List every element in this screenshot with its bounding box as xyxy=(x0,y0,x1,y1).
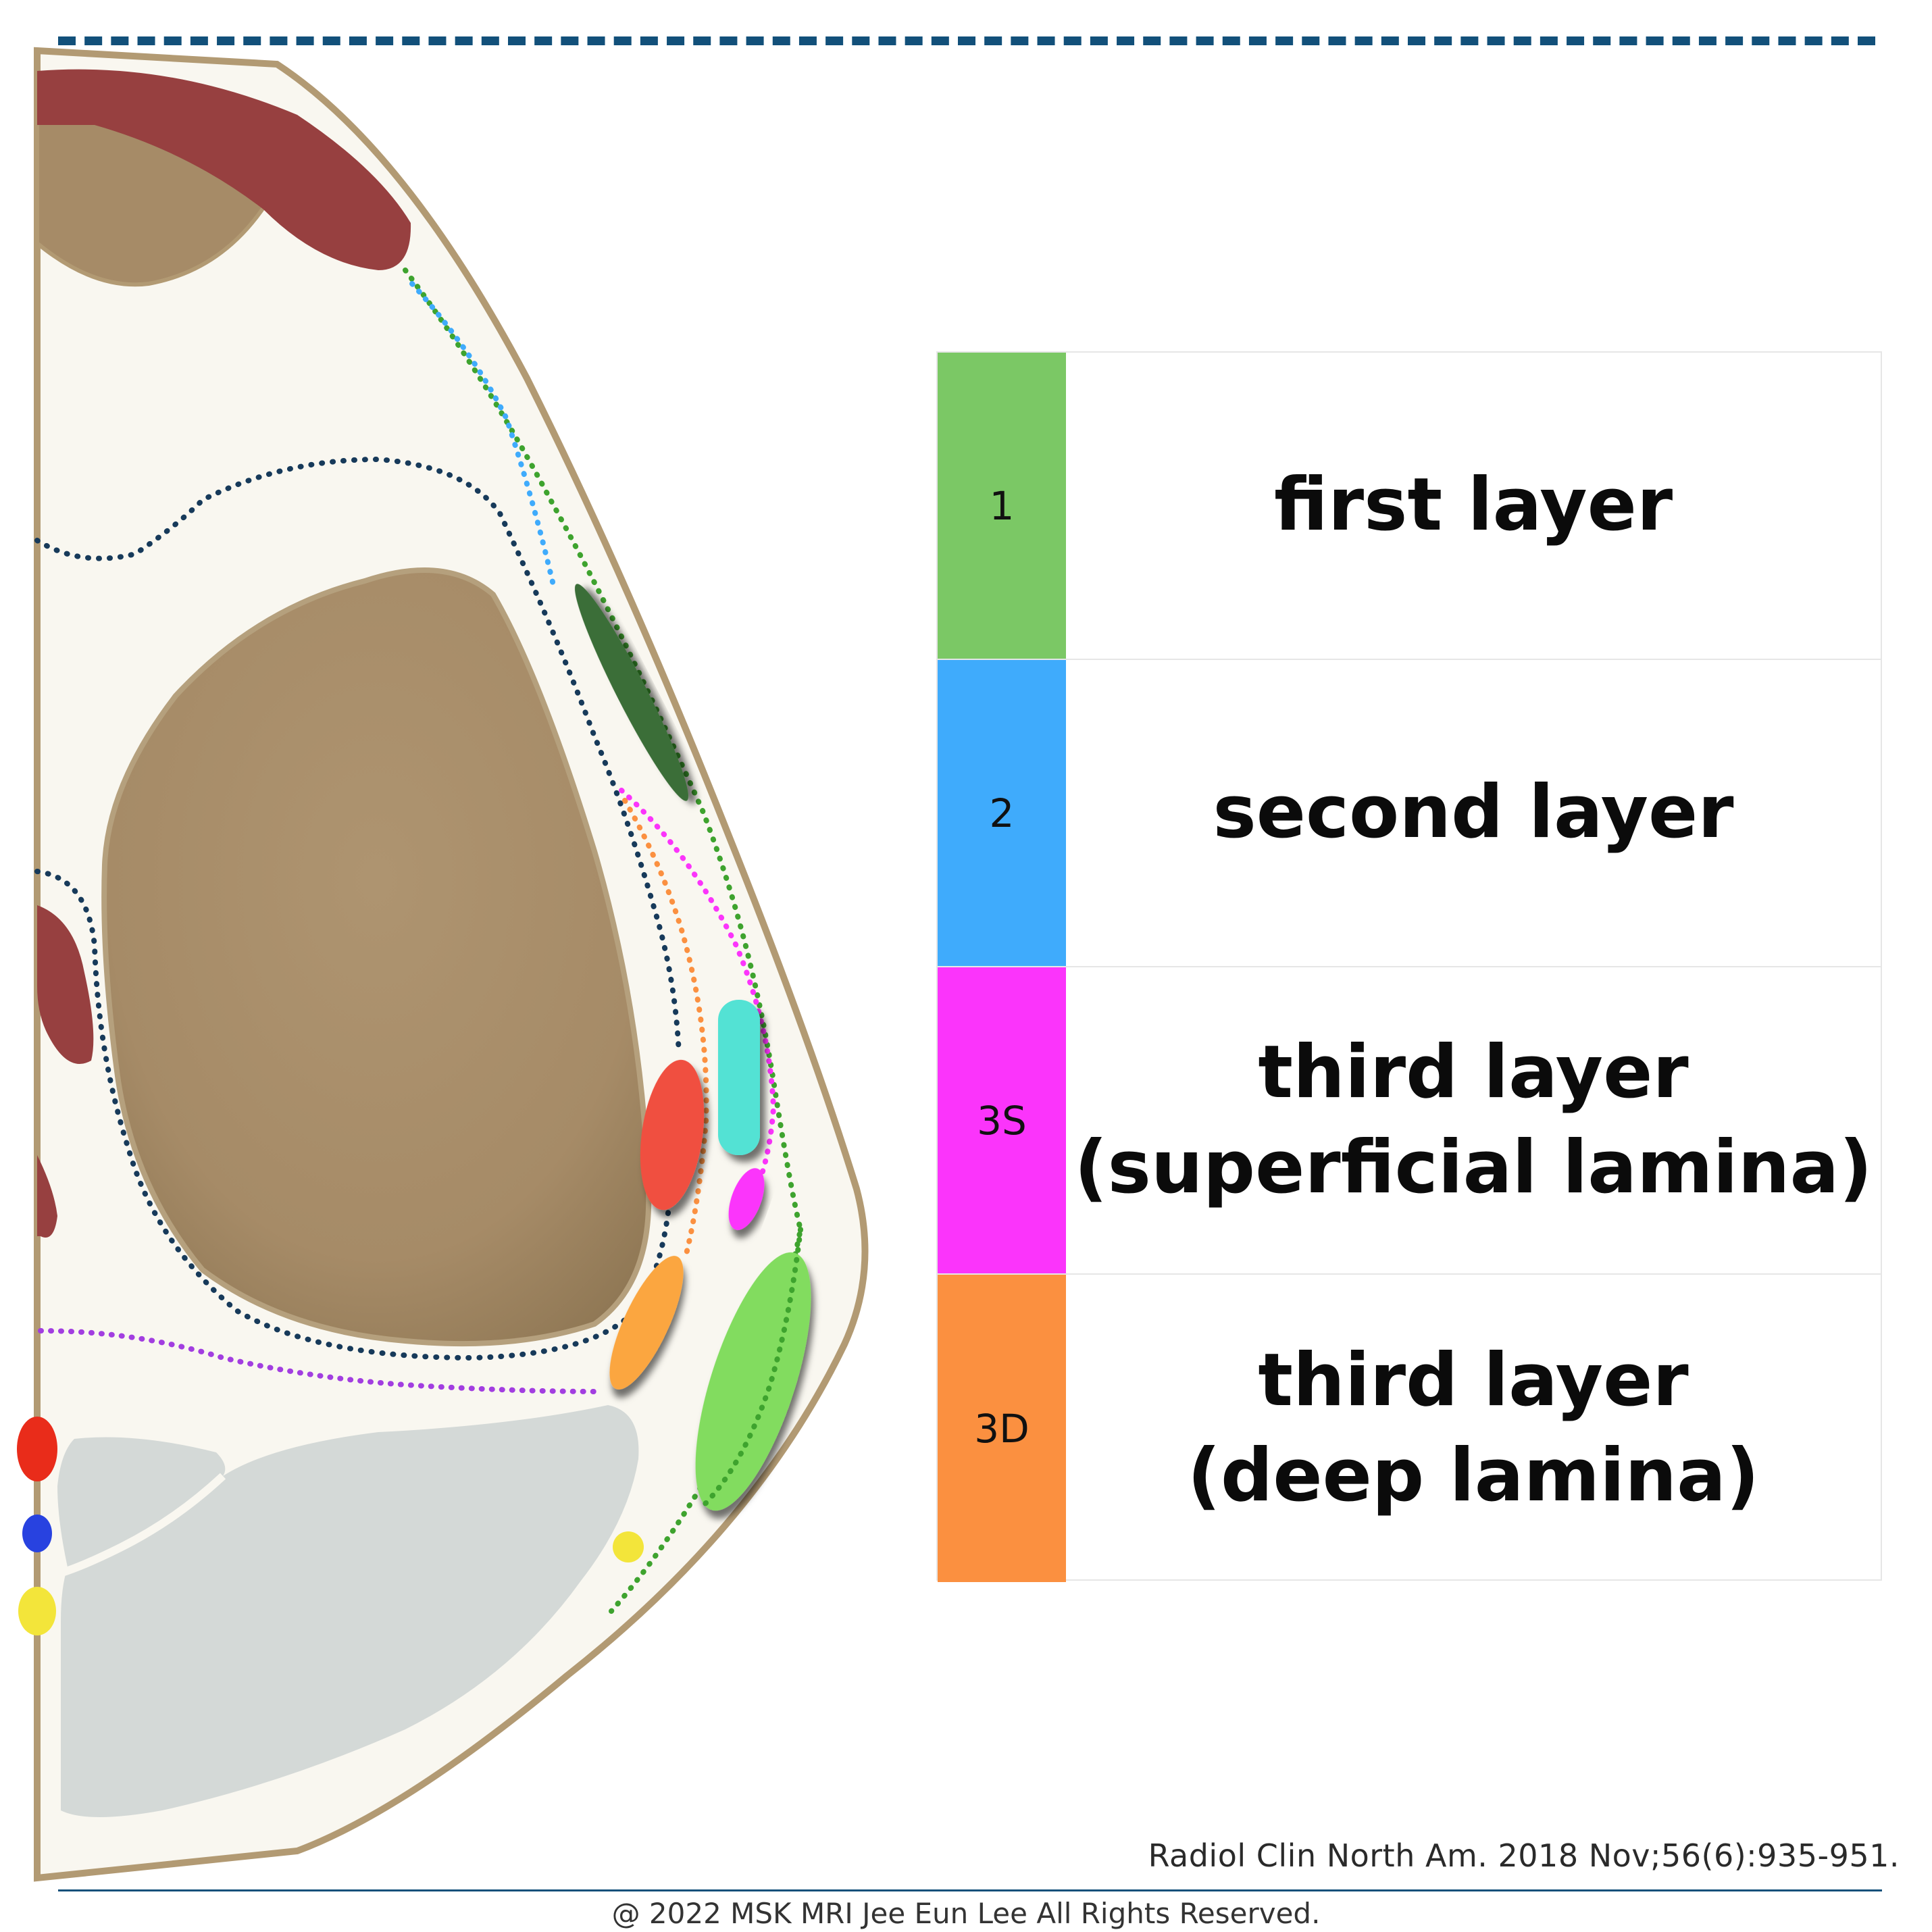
edge-red-dot xyxy=(17,1417,57,1481)
legend-code: 1 xyxy=(989,482,1015,529)
legend-row: 3D third layer (deep lamina) xyxy=(938,1275,1881,1582)
capsule-dotted-upper xyxy=(34,456,682,1057)
legend-label: second layer xyxy=(1213,770,1734,855)
layer-2-dotted-line xyxy=(409,281,557,590)
upper-tendon xyxy=(37,69,411,270)
medial-structure-left-lower xyxy=(37,1155,57,1238)
top-dashed-divider xyxy=(58,36,1875,45)
medial-structure-left xyxy=(37,905,94,1064)
legend-label: third layer (deep lamina) xyxy=(1187,1338,1760,1518)
copyright-notice: @ 2022 MSK MRI Jee Eun Lee All Rights Re… xyxy=(611,1897,1321,1930)
orange-structure xyxy=(609,1256,684,1390)
tibial-plateau xyxy=(57,1405,639,1817)
capsule-dotted-lower xyxy=(34,869,675,1361)
tibial-plateau-cleft xyxy=(56,1473,226,1578)
bottom-divider xyxy=(58,1889,1882,1891)
legend-label: first layer xyxy=(1273,463,1673,548)
citation: Radiol Clin North Am. 2018 Nov;56(6):935… xyxy=(1148,1837,1900,1874)
legend-code: 2 xyxy=(989,790,1015,836)
legend-swatch: 3D xyxy=(938,1275,1066,1582)
red-structure xyxy=(640,1059,705,1211)
dark-green-structure xyxy=(574,584,689,801)
nerve-yellow-dot xyxy=(613,1531,644,1562)
violet-dotted-line xyxy=(38,1328,604,1394)
femoral-condyle xyxy=(101,567,652,1347)
legend-label: third layer (superficial lamina) xyxy=(1074,1030,1873,1210)
layer-3s-dotted-line xyxy=(619,788,777,1192)
magenta-structure xyxy=(728,1168,765,1230)
edge-yellow-dot xyxy=(18,1587,56,1635)
light-green-structure xyxy=(695,1252,811,1511)
legend-code: 3D xyxy=(974,1405,1029,1452)
layer-legend-table: 1 first layer 2 second layer 3S third la… xyxy=(936,351,1882,1582)
knee-medial-layers-diagram xyxy=(17,47,869,1882)
legend-row: 1 first layer xyxy=(938,353,1881,660)
layer-3d-dotted-line xyxy=(622,798,709,1259)
legend-row: 2 second layer xyxy=(938,660,1881,967)
legend-swatch: 3S xyxy=(938,967,1066,1273)
legend-swatch: 2 xyxy=(938,660,1066,966)
legend-row: 3S third layer (superficial lamina) xyxy=(938,967,1881,1275)
layer-1-dotted-overlay xyxy=(700,1227,803,1509)
cyan-structure xyxy=(718,1000,760,1155)
legend-code: 3S xyxy=(977,1097,1027,1144)
edge-blue-dot xyxy=(22,1515,52,1552)
legend-swatch: 1 xyxy=(938,353,1066,659)
